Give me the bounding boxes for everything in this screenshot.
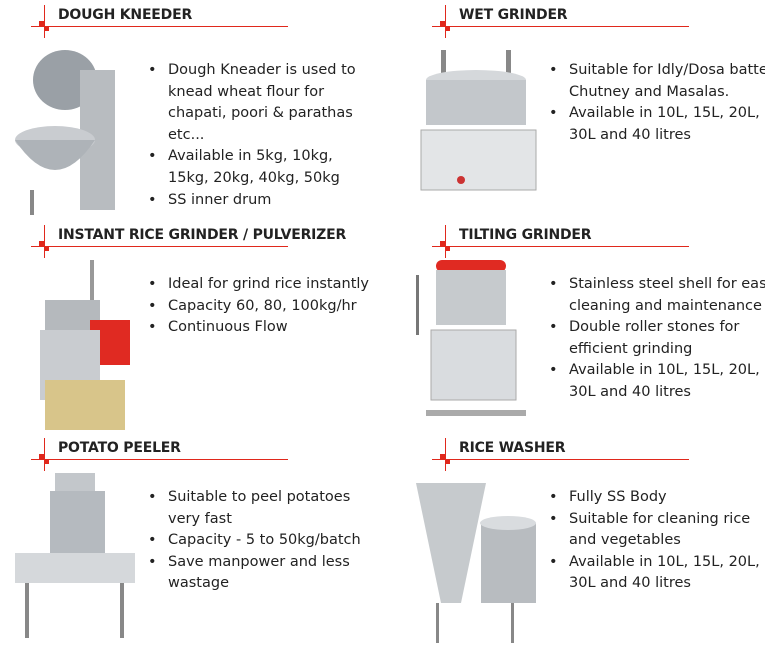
feature-bullet: Stainless steel shell for easy cleaning … bbox=[549, 274, 765, 317]
feature-bullet: Fully SS Body bbox=[549, 487, 765, 509]
product-image bbox=[416, 260, 526, 416]
feature-list: Dough Kneader is used to knead wheat flo… bbox=[148, 60, 378, 211]
header-divider bbox=[31, 246, 288, 247]
header-divider bbox=[31, 26, 288, 27]
crosshair-icon bbox=[440, 454, 445, 459]
product-image bbox=[416, 483, 536, 643]
feature-bullet: Available in 10L, 15L, 20L, 30L and 40 l… bbox=[549, 103, 765, 146]
header-divider bbox=[445, 5, 446, 38]
header-divider bbox=[432, 26, 689, 27]
crosshair-icon bbox=[39, 241, 44, 246]
product-section: WET GRINDER Suitable for Idly/Dosa batte… bbox=[401, 0, 765, 210]
feature-bullet: Available in 5kg, 10kg, 15kg, 20kg, 40kg… bbox=[148, 146, 378, 189]
header-divider bbox=[44, 225, 45, 258]
feature-list: Fully SS BodySuitable for cleaning rice … bbox=[549, 487, 765, 595]
product-title: DOUGH KNEEDER bbox=[58, 7, 193, 23]
product-image bbox=[40, 260, 130, 430]
feature-bullet: Continuous Flow bbox=[148, 317, 378, 339]
feature-list: Ideal for grind rice instantlyCapacity 6… bbox=[148, 274, 378, 339]
feature-bullet: Suitable for Idly/Dosa batter, Chutney a… bbox=[549, 60, 765, 103]
product-image bbox=[15, 473, 135, 638]
product-section: TILTING GRINDER Stainless steel shell fo… bbox=[401, 220, 765, 430]
crosshair-icon bbox=[440, 241, 445, 246]
feature-bullet: Dough Kneader is used to knead wheat flo… bbox=[148, 60, 378, 146]
section-header: POTATO PEELER bbox=[0, 433, 300, 473]
product-section: RICE WASHER Fully SS BodySuitable for cl… bbox=[401, 433, 765, 643]
crosshair-icon bbox=[39, 454, 44, 459]
section-header: WET GRINDER bbox=[401, 0, 701, 40]
product-image bbox=[420, 50, 537, 191]
section-header: DOUGH KNEEDER bbox=[0, 0, 300, 40]
header-divider bbox=[31, 459, 288, 460]
product-section: DOUGH KNEEDER Dough Kneader is used to k… bbox=[0, 0, 380, 215]
product-section: POTATO PEELER Suitable to peel potatoes … bbox=[0, 433, 380, 643]
header-divider bbox=[432, 459, 689, 460]
feature-bullet: Ideal for grind rice instantly bbox=[148, 274, 378, 296]
feature-bullet: Available in 10L, 15L, 20L, 30L and 40 l… bbox=[549, 360, 765, 403]
header-divider bbox=[445, 225, 446, 258]
product-image bbox=[15, 50, 115, 215]
crosshair-icon bbox=[45, 460, 49, 464]
product-title: TILTING GRINDER bbox=[459, 227, 592, 243]
section-header: INSTANT RICE GRINDER / PULVERIZER bbox=[0, 220, 346, 260]
feature-list: Suitable to peel potatoes very fastCapac… bbox=[148, 487, 378, 595]
crosshair-icon bbox=[45, 247, 49, 251]
product-title: RICE WASHER bbox=[459, 440, 566, 456]
crosshair-icon bbox=[446, 27, 450, 31]
crosshair-icon bbox=[39, 21, 44, 26]
feature-bullet: Save manpower and less wastage bbox=[148, 552, 378, 595]
feature-bullet: Capacity - 5 to 50kg/batch bbox=[148, 530, 378, 552]
section-header: RICE WASHER bbox=[401, 433, 701, 473]
feature-bullet: Suitable for cleaning rice and vegetable… bbox=[549, 509, 765, 552]
crosshair-icon bbox=[440, 21, 445, 26]
product-section: INSTANT RICE GRINDER / PULVERIZER Ideal … bbox=[0, 220, 380, 430]
product-title: POTATO PEELER bbox=[58, 440, 181, 456]
crosshair-icon bbox=[45, 27, 49, 31]
feature-bullet: Available in 10L, 15L, 20L, 30L and 40 l… bbox=[549, 552, 765, 595]
header-divider bbox=[44, 5, 45, 38]
feature-bullet: Double roller stones for efficient grind… bbox=[549, 317, 765, 360]
crosshair-icon bbox=[446, 247, 450, 251]
feature-bullet: Suitable to peel potatoes very fast bbox=[148, 487, 378, 530]
feature-bullet: SS inner drum bbox=[148, 190, 378, 212]
feature-list: Stainless steel shell for easy cleaning … bbox=[549, 274, 765, 404]
section-header: TILTING GRINDER bbox=[401, 220, 701, 260]
feature-bullet: Capacity 60, 80, 100kg/hr bbox=[148, 296, 378, 318]
header-divider bbox=[445, 438, 446, 471]
feature-list: Suitable for Idly/Dosa batter, Chutney a… bbox=[549, 60, 765, 146]
product-title: INSTANT RICE GRINDER / PULVERIZER bbox=[58, 227, 347, 243]
crosshair-icon bbox=[446, 460, 450, 464]
header-divider bbox=[432, 246, 689, 247]
product-title: WET GRINDER bbox=[459, 7, 568, 23]
header-divider bbox=[44, 438, 45, 471]
